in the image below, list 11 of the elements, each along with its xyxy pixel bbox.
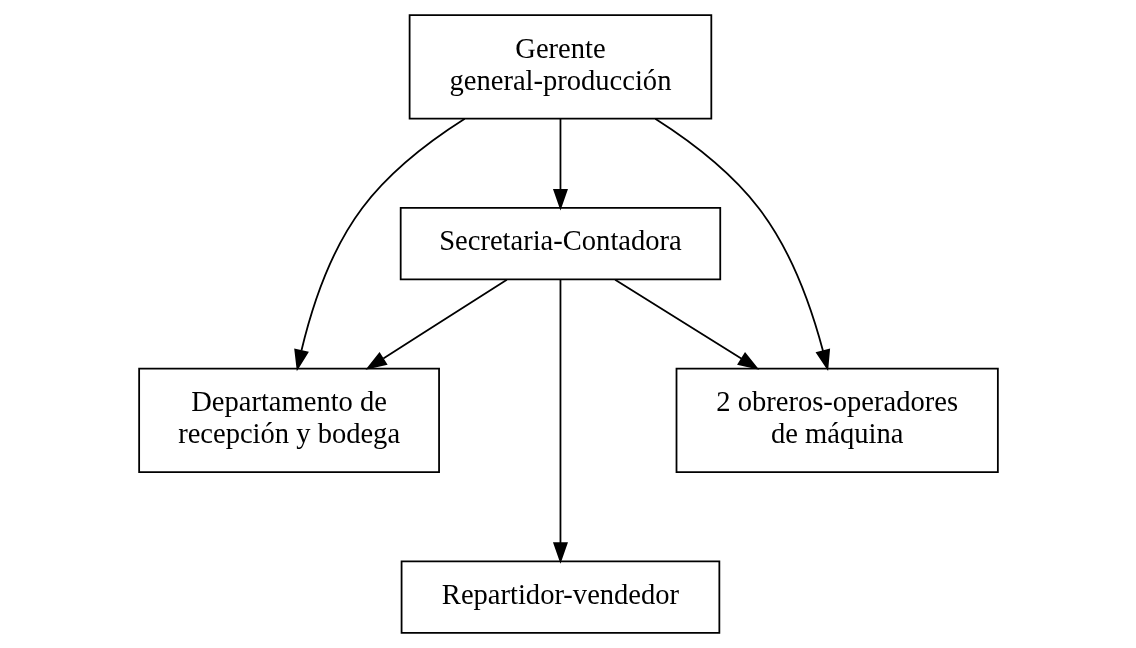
node-box: Repartidor-vendedor <box>400 560 720 634</box>
arrow <box>293 117 466 372</box>
node-box: Secretaria-Contadora <box>399 207 721 281</box>
arrow <box>613 278 759 370</box>
arrow <box>552 117 568 211</box>
arrow <box>365 278 508 370</box>
node-box: Gerente general-producción <box>408 14 712 120</box>
node-box: Departamento de recepción y bodega <box>137 367 440 474</box>
node-box: 2 obreros-operadores de máquina <box>675 367 999 474</box>
arrow <box>552 278 568 564</box>
arrow <box>653 117 830 372</box>
